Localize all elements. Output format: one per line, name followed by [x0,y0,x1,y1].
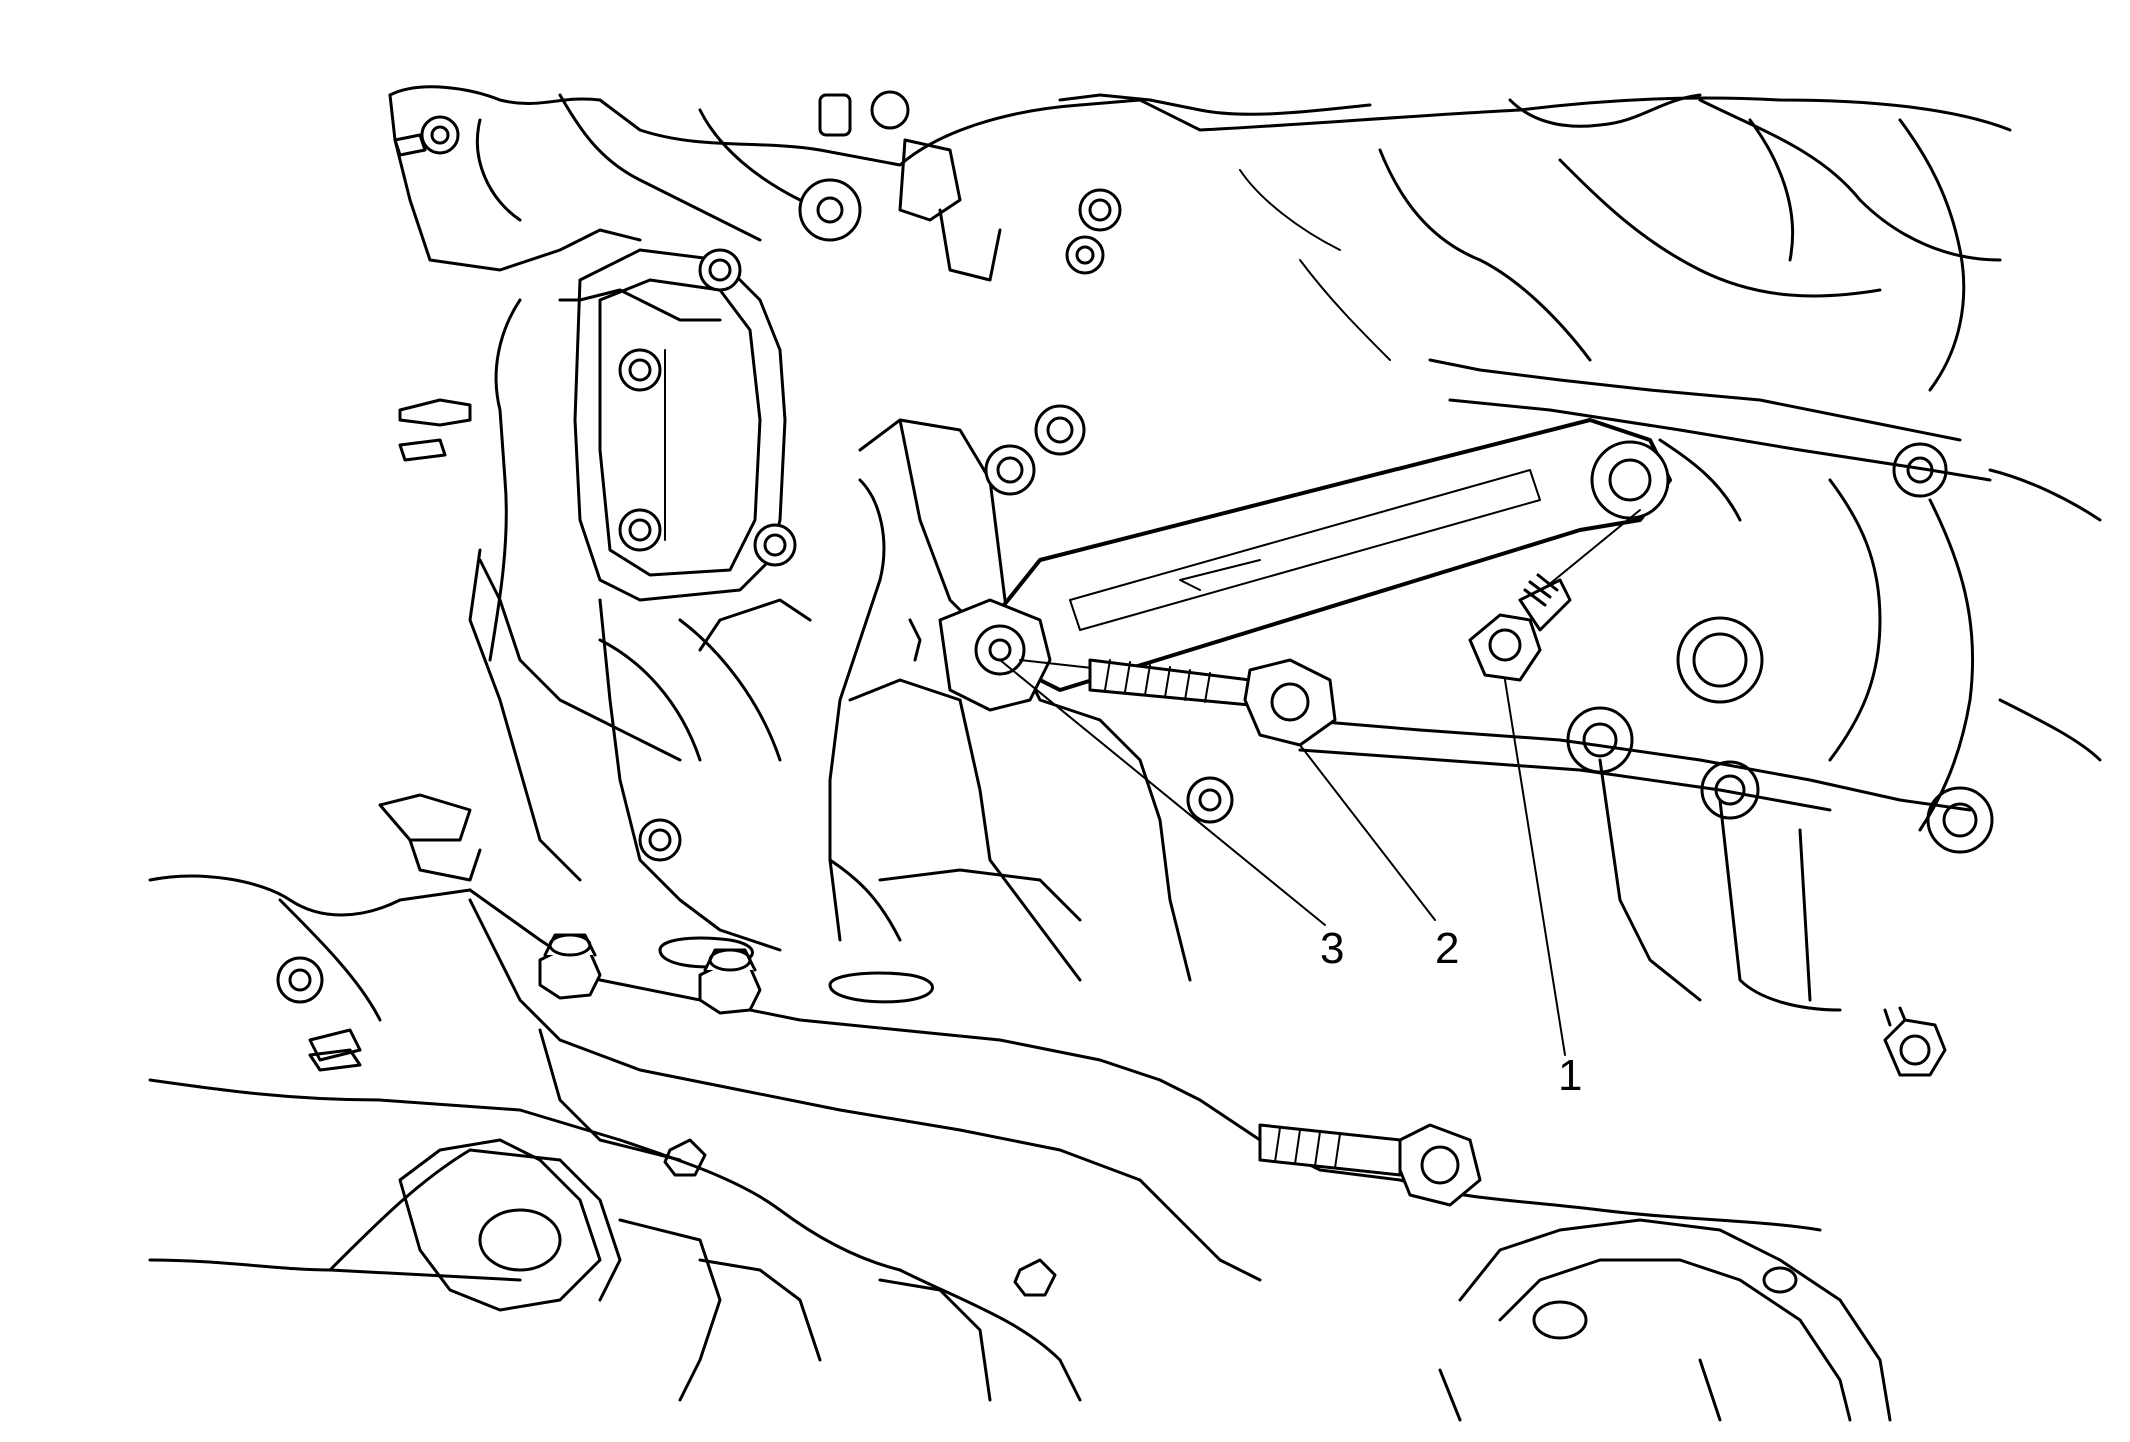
callout-label-2: 2 [1435,924,1459,973]
cover-bolt-1 [618,348,662,392]
cover-bolt-4 [638,818,682,862]
transmission-housing [378,90,1122,952]
cover-bolt-2 [618,508,662,552]
engine-mount-strut [908,418,1672,712]
bracket-bolt-3 [1186,776,1234,824]
top-fitting [818,90,1002,282]
callout-label-3: 3 [1320,924,1344,973]
crossmember-bolt-2 [698,948,762,1015]
cover-bolt-3 [698,248,742,292]
bracket-bolt-1 [984,444,1036,496]
top-bolt-mid [1078,188,1122,232]
strut-bolt-2 [1019,658,1337,747]
callout-label-1: 1 [1558,1051,1582,1100]
crossmember-long-bolt [1258,1123,1482,1207]
callout-line-2 [1299,744,1436,921]
bracket-bolt-4 [753,523,797,567]
crossmember-bolt-1 [538,933,602,1000]
top-bolt-mid2 [1065,235,1105,275]
callout-line-3 [999,659,1326,926]
strut-bolt-1 [1468,509,1641,682]
engine-block [388,85,2102,1077]
bracket-bolt-2 [1034,404,1086,456]
subframe-crossmember [148,874,1892,1422]
top-bolt-left [420,115,460,155]
callout-line-1 [1504,679,1566,1056]
bolt-right-lower [1883,1006,1947,1077]
callout-lines [999,659,1566,1056]
